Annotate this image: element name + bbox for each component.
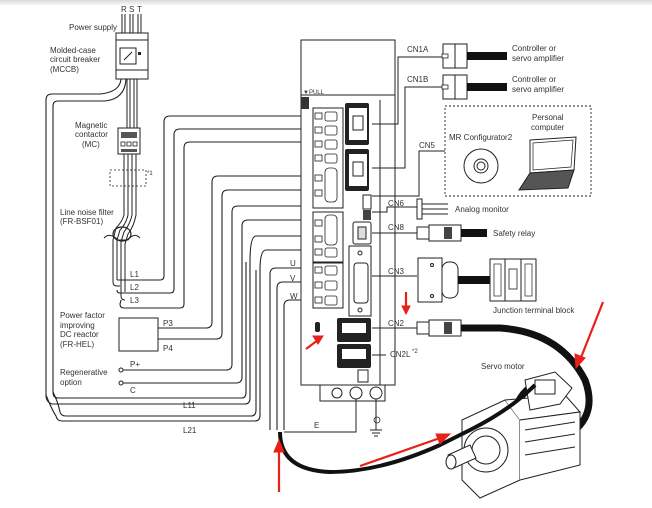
cn1a-target-line-2: servo amplifier (512, 54, 564, 63)
v-label: V (290, 274, 296, 283)
power-supply: R S T Power supply (69, 5, 142, 34)
magnetic-contactor: Magnetic contactor (MC) (75, 79, 141, 155)
earth-label: E (314, 421, 319, 430)
pc-box: MR Configurator2 Personal computer (444, 105, 592, 197)
cn6-label: CN6 (388, 199, 405, 208)
servo-motor (445, 371, 581, 499)
cn1b-target-line-2: servo amplifier (512, 85, 564, 94)
cn1a-target-line-1: Controller or (512, 44, 556, 53)
ground-symbol (370, 399, 382, 437)
mccb-label-line-2: circuit breaker (50, 55, 101, 64)
analog-monitor-cable (416, 198, 448, 220)
p-plus-label: P+ (130, 360, 140, 369)
cn3-label: CN3 (388, 267, 405, 276)
l21-label: L21 (183, 426, 197, 435)
cn1a-label: CN1A (407, 45, 429, 54)
p4-label: P4 (163, 344, 173, 353)
l3-label: L3 (130, 296, 139, 305)
servo-motor-label: Servo motor (481, 362, 525, 371)
optional-dashed-box (109, 169, 147, 187)
cn1b-target-line-1: Controller or (512, 75, 556, 84)
cn3-target-label: Junction terminal block (493, 306, 575, 315)
noise-filter-label-line-2: (FR-BSF01) (60, 217, 103, 226)
mccb-label-line-3: (MCCB) (50, 65, 79, 74)
dc-reactor-label-line-4: (FR-HEL) (60, 340, 95, 349)
cn3-cable (417, 257, 490, 303)
safety-relay-cable (416, 224, 487, 242)
dc-reactor-label-line-2: improving (60, 321, 95, 330)
regen-label-line-2: option (60, 378, 82, 387)
cn2l-note: *2 (412, 349, 418, 355)
mc-label-line-1: Magnetic (75, 121, 107, 130)
l2-label: L2 (130, 283, 139, 292)
cn5-label: CN5 (419, 141, 436, 150)
power-supply-label: Power supply (69, 23, 117, 32)
u-label: U (290, 259, 296, 268)
cd-icon (463, 148, 499, 184)
mc-label-line-3: (MC) (82, 140, 100, 149)
pc-label-line-2: computer (531, 123, 565, 132)
note-1-label: *1 (147, 171, 153, 177)
line-noise-filter: Line noise filter (FR-BSF01) (60, 208, 141, 242)
laptop-icon (518, 136, 577, 191)
pc-label-line-1: Personal (532, 113, 564, 122)
cn2-label: CN2 (388, 319, 405, 328)
l1-label: L1 (130, 270, 139, 279)
pull-label: ▼PULL (303, 90, 325, 96)
cn6-target-label: Analog monitor (455, 205, 509, 214)
cn1a-cable (441, 43, 507, 69)
w-label: W (290, 292, 298, 301)
cn2l-label: CN2L (390, 350, 411, 359)
mc-label-line-2: contactor (75, 130, 108, 139)
noise-filter-label-line-1: Line noise filter (60, 208, 114, 217)
mccb: Molded-case circuit breaker (MCCB) (50, 32, 149, 80)
regen-label-line-1: Regenerative (60, 368, 108, 377)
mccb-label-line-1: Molded-case (50, 46, 96, 55)
regenerative-option: Regenerative option P+ C (60, 360, 140, 395)
dc-reactor-label-line-1: Power factor (60, 311, 105, 320)
cn1b-cable (441, 74, 507, 100)
annotation-arrows (273, 292, 605, 492)
phase-t-label: T (137, 5, 142, 14)
phase-s-label: S (129, 5, 134, 14)
c-label: C (130, 386, 136, 395)
junction-terminal-block (489, 258, 537, 302)
phase-r-label: R (121, 5, 127, 14)
dc-reactor-label-line-3: DC reactor (60, 330, 99, 339)
p3-label: P3 (163, 319, 173, 328)
servo-amplifier: ▼PULL (300, 39, 396, 402)
cn1b-label: CN1B (407, 75, 428, 84)
cn8-target-label: Safety relay (493, 229, 535, 238)
mr-configurator-label: MR Configurator2 (449, 133, 513, 142)
dc-reactor: Power factor improving DC reactor (FR-HE… (60, 311, 173, 353)
l11-label: L11 (183, 401, 196, 410)
page-top-shadow (0, 0, 652, 6)
cn8-label: CN8 (388, 223, 405, 232)
